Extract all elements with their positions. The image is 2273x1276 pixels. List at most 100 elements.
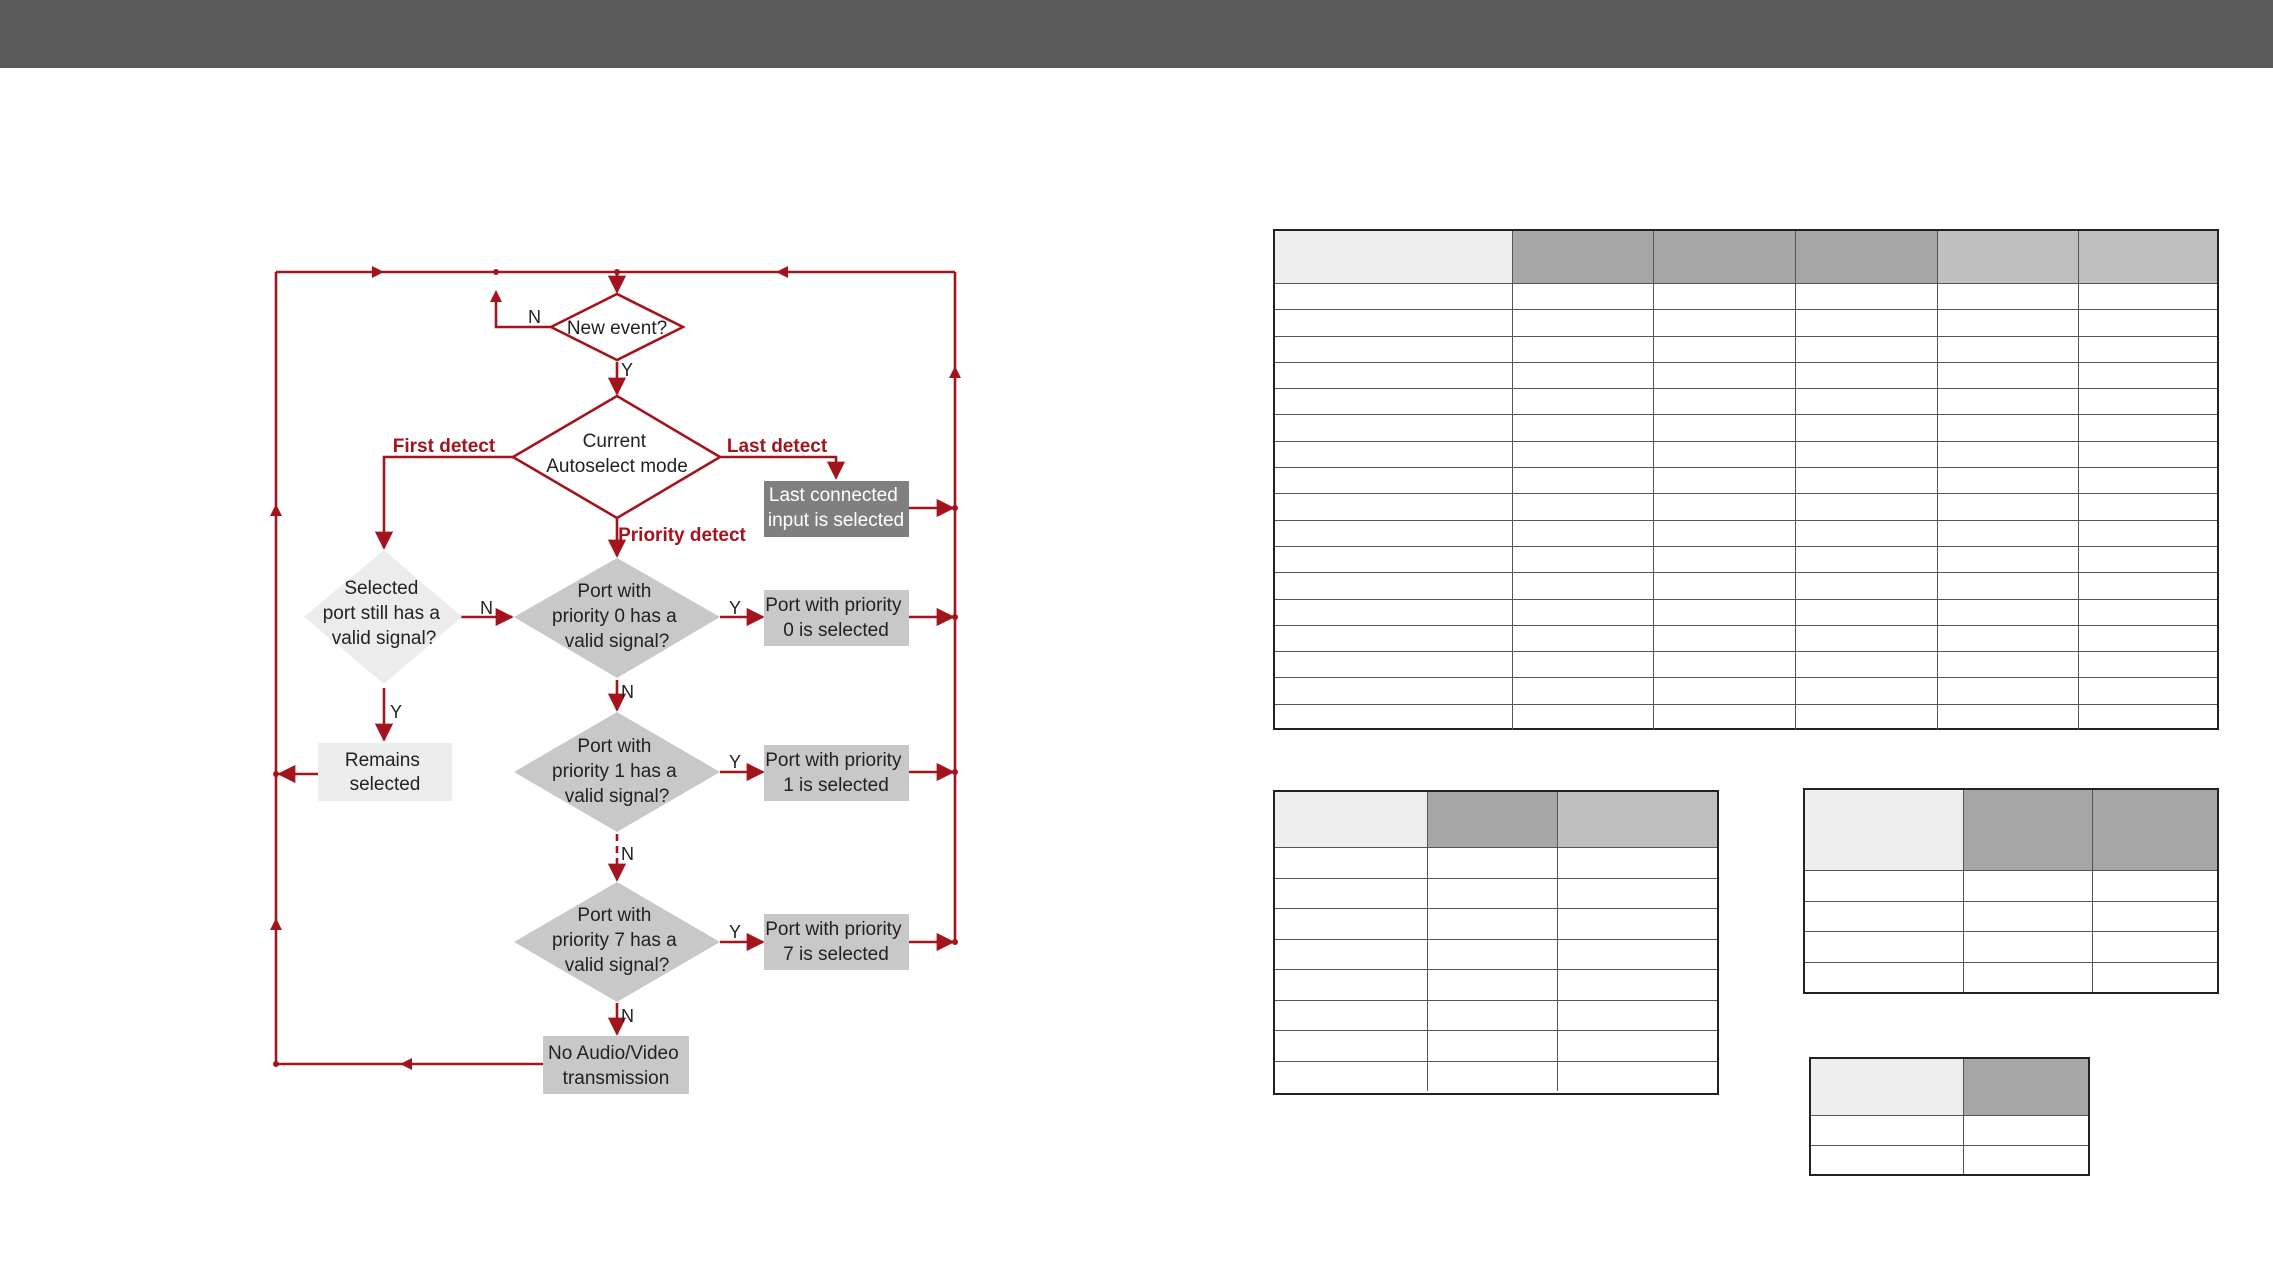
table-cell	[1653, 362, 1795, 389]
table-cell	[1512, 284, 1653, 310]
table-cell	[1795, 494, 1937, 520]
table-cell	[1512, 573, 1653, 599]
table-cell	[2078, 310, 2217, 336]
table-cell	[1275, 468, 1512, 493]
table-cell	[2078, 573, 2217, 599]
table-cell	[1557, 878, 1717, 908]
table-cell	[1557, 1061, 1717, 1091]
table-cell	[1275, 284, 1512, 309]
table-header-row	[1805, 790, 2217, 870]
table-row	[1275, 677, 2217, 704]
table-row	[1811, 1144, 2088, 1175]
p1-selected-box	[764, 745, 909, 801]
no-av-text: No Audio/Video transmission	[548, 1043, 684, 1089]
table-cell	[1275, 1031, 1427, 1061]
table-cell	[1937, 336, 2078, 362]
table-cell	[1653, 468, 1795, 494]
table-cell	[1795, 704, 1937, 731]
mode-text: Current Autoselect mode	[546, 431, 688, 477]
table-cell	[1937, 415, 2078, 441]
table-cell	[2078, 652, 2217, 678]
table-cell	[1427, 1031, 1557, 1061]
table-cell	[1653, 573, 1795, 599]
new-event-no-loop	[494, 295, 551, 329]
table-header-cell	[1811, 1059, 1963, 1115]
table-cell	[1427, 970, 1557, 1000]
yes-label: Y	[621, 360, 633, 380]
table-cell	[1275, 1001, 1427, 1031]
table-cell	[1937, 494, 2078, 520]
table-cell	[1795, 284, 1937, 310]
table-cell	[1275, 363, 1512, 388]
table-header-row	[1275, 792, 1717, 847]
table-header-cell	[1653, 231, 1795, 283]
table-row	[1805, 931, 2217, 962]
yes-label: Y	[729, 598, 741, 618]
table-cell	[1653, 310, 1795, 336]
table-large	[1273, 229, 2219, 731]
table-cell	[1937, 310, 2078, 336]
table-cell	[2092, 901, 2217, 931]
table-cell	[1805, 932, 1963, 962]
table-cell	[1795, 468, 1937, 494]
table-cell	[1653, 284, 1795, 310]
table-cell	[1427, 848, 1557, 878]
table-cell	[1512, 599, 1653, 625]
table-cell	[1937, 625, 2078, 652]
table-cell	[1275, 547, 1512, 572]
table-cell	[1512, 652, 1653, 678]
table-row	[1275, 440, 2217, 468]
no-av-box	[543, 1036, 689, 1094]
table-cell	[1653, 336, 1795, 362]
table-cell	[1795, 546, 1937, 573]
p7-selected-text: Port with priority 7 is selected	[765, 919, 906, 965]
remains-selected-text: Remains selected	[345, 750, 425, 795]
table-row	[1275, 309, 2217, 336]
table-cell	[1963, 932, 2092, 962]
table-header-cell	[1963, 790, 2092, 870]
table-cell	[2078, 389, 2217, 415]
table-header-cell	[1275, 231, 1512, 283]
table-cell	[1275, 678, 1512, 703]
table-cell	[1275, 848, 1427, 878]
table-cell	[2078, 494, 2217, 520]
table-cell	[1512, 494, 1653, 520]
table-cell	[1275, 970, 1427, 1000]
table-cell	[2078, 704, 2217, 731]
table-cell	[1811, 1146, 1963, 1175]
table-cell	[1512, 625, 1653, 652]
table-cell	[1557, 909, 1717, 939]
autoselect-mode-decision	[510, 394, 723, 520]
junction-dot	[952, 769, 958, 775]
table-row	[1275, 388, 2217, 415]
priority-detect-label: Priority detect	[618, 525, 746, 546]
table-cell	[1795, 625, 1937, 652]
table-row	[1811, 1115, 2088, 1145]
table-cell	[1805, 963, 1963, 993]
table-row	[1275, 467, 2217, 494]
table-cell	[1963, 1116, 2088, 1145]
loop-arrow	[776, 266, 788, 278]
junction-dot	[493, 269, 499, 275]
table-cell	[1557, 1031, 1717, 1061]
table-row	[1275, 938, 1717, 969]
selected-valid-text: Selected port still has a valid signal?	[323, 578, 446, 649]
selected-valid-decision	[304, 550, 462, 684]
table-cell	[1937, 284, 2078, 310]
last-connected-text: Last connected input is selected	[768, 485, 904, 531]
table-row	[1275, 283, 2217, 310]
p7-selected-box	[764, 914, 909, 970]
table-row	[1805, 870, 2217, 901]
table-cell	[1512, 468, 1653, 494]
table-medium	[1273, 790, 1719, 1095]
table-cell	[1963, 962, 2092, 992]
table-cell	[1275, 626, 1512, 651]
table-header-cell	[1963, 1059, 2088, 1115]
junction-dot	[273, 1061, 279, 1067]
table-cell	[1512, 336, 1653, 362]
loop-arrow	[490, 290, 502, 302]
junction-dot	[952, 614, 958, 620]
table-cell	[1805, 902, 1963, 932]
table-header-cell	[1805, 790, 1963, 870]
table-cell	[1275, 879, 1427, 909]
